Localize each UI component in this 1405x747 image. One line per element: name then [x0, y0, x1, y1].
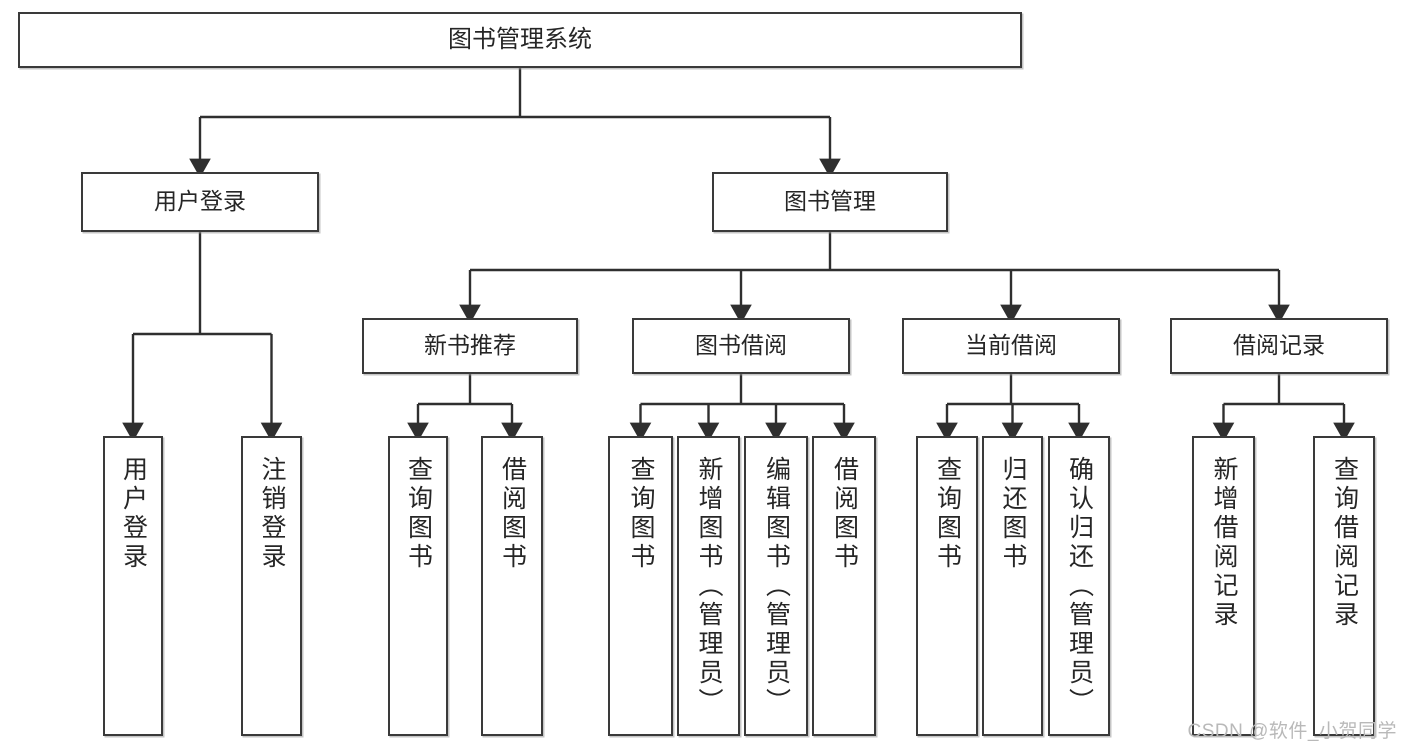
node-leaf-query-book-1[interactable]: 查询图书 [388, 436, 448, 736]
node-leaf-edit-book-label: 编辑图书（管理员） [762, 456, 791, 717]
node-root[interactable]: 图书管理系统 [18, 12, 1022, 68]
node-leaf-confirm-return-label: 确认归还（管理员） [1065, 456, 1094, 717]
node-user-login-label: 用户登录 [154, 188, 246, 215]
node-book-borrow-label: 图书借阅 [695, 332, 787, 359]
node-borrow-record[interactable]: 借阅记录 [1170, 318, 1388, 374]
node-leaf-query-book-3-label: 查询图书 [933, 456, 962, 572]
node-leaf-add-record-label: 新增借阅记录 [1210, 456, 1238, 630]
node-leaf-query-book-2-label: 查询图书 [627, 456, 655, 572]
node-book-manage[interactable]: 图书管理 [712, 172, 948, 232]
node-leaf-query-book-3[interactable]: 查询图书 [916, 436, 978, 736]
node-leaf-query-book-2[interactable]: 查询图书 [608, 436, 673, 736]
node-new-book-recommend-label: 新书推荐 [424, 332, 516, 359]
node-leaf-return-book[interactable]: 归还图书 [982, 436, 1043, 736]
node-leaf-edit-book[interactable]: 编辑图书（管理员） [744, 436, 808, 736]
node-leaf-query-record[interactable]: 查询借阅记录 [1313, 436, 1375, 736]
node-leaf-return-book-label: 归还图书 [999, 456, 1027, 572]
node-leaf-confirm-return[interactable]: 确认归还（管理员） [1048, 436, 1110, 736]
node-current-borrow-label: 当前借阅 [965, 332, 1057, 359]
node-leaf-query-record-label: 查询借阅记录 [1330, 456, 1359, 630]
node-leaf-borrow-book-2-label: 借阅图书 [830, 456, 859, 572]
node-leaf-borrow-book-1[interactable]: 借阅图书 [481, 436, 543, 736]
node-leaf-user-login[interactable]: 用户登录 [103, 436, 163, 736]
node-leaf-logout-label: 注销登录 [258, 456, 286, 572]
node-root-label: 图书管理系统 [448, 25, 592, 53]
node-new-book-recommend[interactable]: 新书推荐 [362, 318, 578, 374]
node-leaf-user-login-label: 用户登录 [119, 456, 148, 572]
node-leaf-add-book[interactable]: 新增图书（管理员） [677, 436, 740, 736]
node-leaf-borrow-book-2[interactable]: 借阅图书 [812, 436, 876, 736]
node-leaf-logout[interactable]: 注销登录 [241, 436, 302, 736]
node-borrow-record-label: 借阅记录 [1233, 332, 1325, 359]
node-leaf-add-book-label: 新增图书（管理员） [695, 456, 723, 717]
watermark-text: CSDN @软件_小贺同学 [1187, 721, 1397, 742]
node-book-manage-label: 图书管理 [784, 188, 876, 215]
node-book-borrow[interactable]: 图书借阅 [632, 318, 850, 374]
node-user-login[interactable]: 用户登录 [81, 172, 319, 232]
node-current-borrow[interactable]: 当前借阅 [902, 318, 1120, 374]
node-leaf-add-record[interactable]: 新增借阅记录 [1192, 436, 1255, 736]
node-leaf-borrow-book-1-label: 借阅图书 [498, 456, 527, 572]
node-leaf-query-book-1-label: 查询图书 [404, 456, 433, 572]
